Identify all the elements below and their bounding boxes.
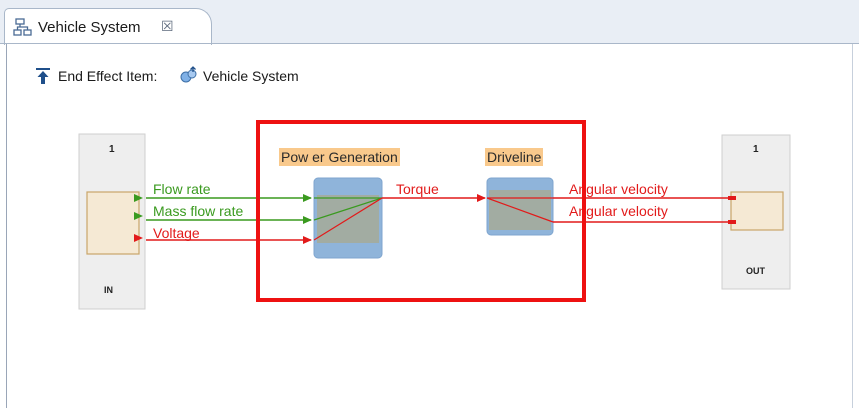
editor-right-border	[852, 44, 853, 408]
editor-left-border	[6, 44, 7, 408]
out-port-marker-2	[728, 220, 736, 224]
selection-highlight	[256, 120, 586, 302]
angular-velocity-label-1: Angular velocity	[569, 181, 668, 197]
diagram-icon	[13, 18, 32, 36]
in-block-number: 1	[109, 144, 115, 155]
angular-velocity-label-2: Angular velocity	[569, 203, 668, 219]
close-icon[interactable]: ☒	[161, 18, 174, 34]
driveline-label: Driveline	[485, 148, 544, 166]
tab-vehicle-system[interactable]: Vehicle System ☒	[4, 8, 212, 45]
torque-label: Torque	[396, 181, 439, 197]
out-block-number: 1	[753, 144, 759, 155]
power-generation-label: Pow er Generation	[279, 148, 400, 166]
pg-internal-mass	[313, 197, 383, 221]
tab-divider	[0, 43, 859, 44]
flow-rate-label: Flow rate	[153, 181, 211, 197]
voltage-label: Voltage	[153, 225, 200, 241]
out-block-name: OUT	[746, 266, 765, 276]
out-block[interactable]	[721, 134, 791, 290]
end-effect-item-name[interactable]: Vehicle System	[203, 68, 299, 84]
driveline-block[interactable]	[486, 177, 554, 236]
pg-internal-voltage	[313, 197, 383, 241]
out-port-marker-1	[728, 196, 736, 200]
mass-flow-rate-label: Mass flow rate	[153, 203, 244, 219]
end-effect-label: End Effect Item:	[58, 68, 158, 84]
tab-title: Vehicle System	[38, 19, 141, 36]
in-block[interactable]	[78, 133, 146, 310]
in-block-name: IN	[104, 285, 113, 295]
vehicle-system-icon	[180, 66, 197, 83]
in-port-markers	[134, 194, 143, 242]
dl-internal-2	[486, 197, 554, 223]
arrow-up-to-line-icon	[36, 68, 50, 84]
